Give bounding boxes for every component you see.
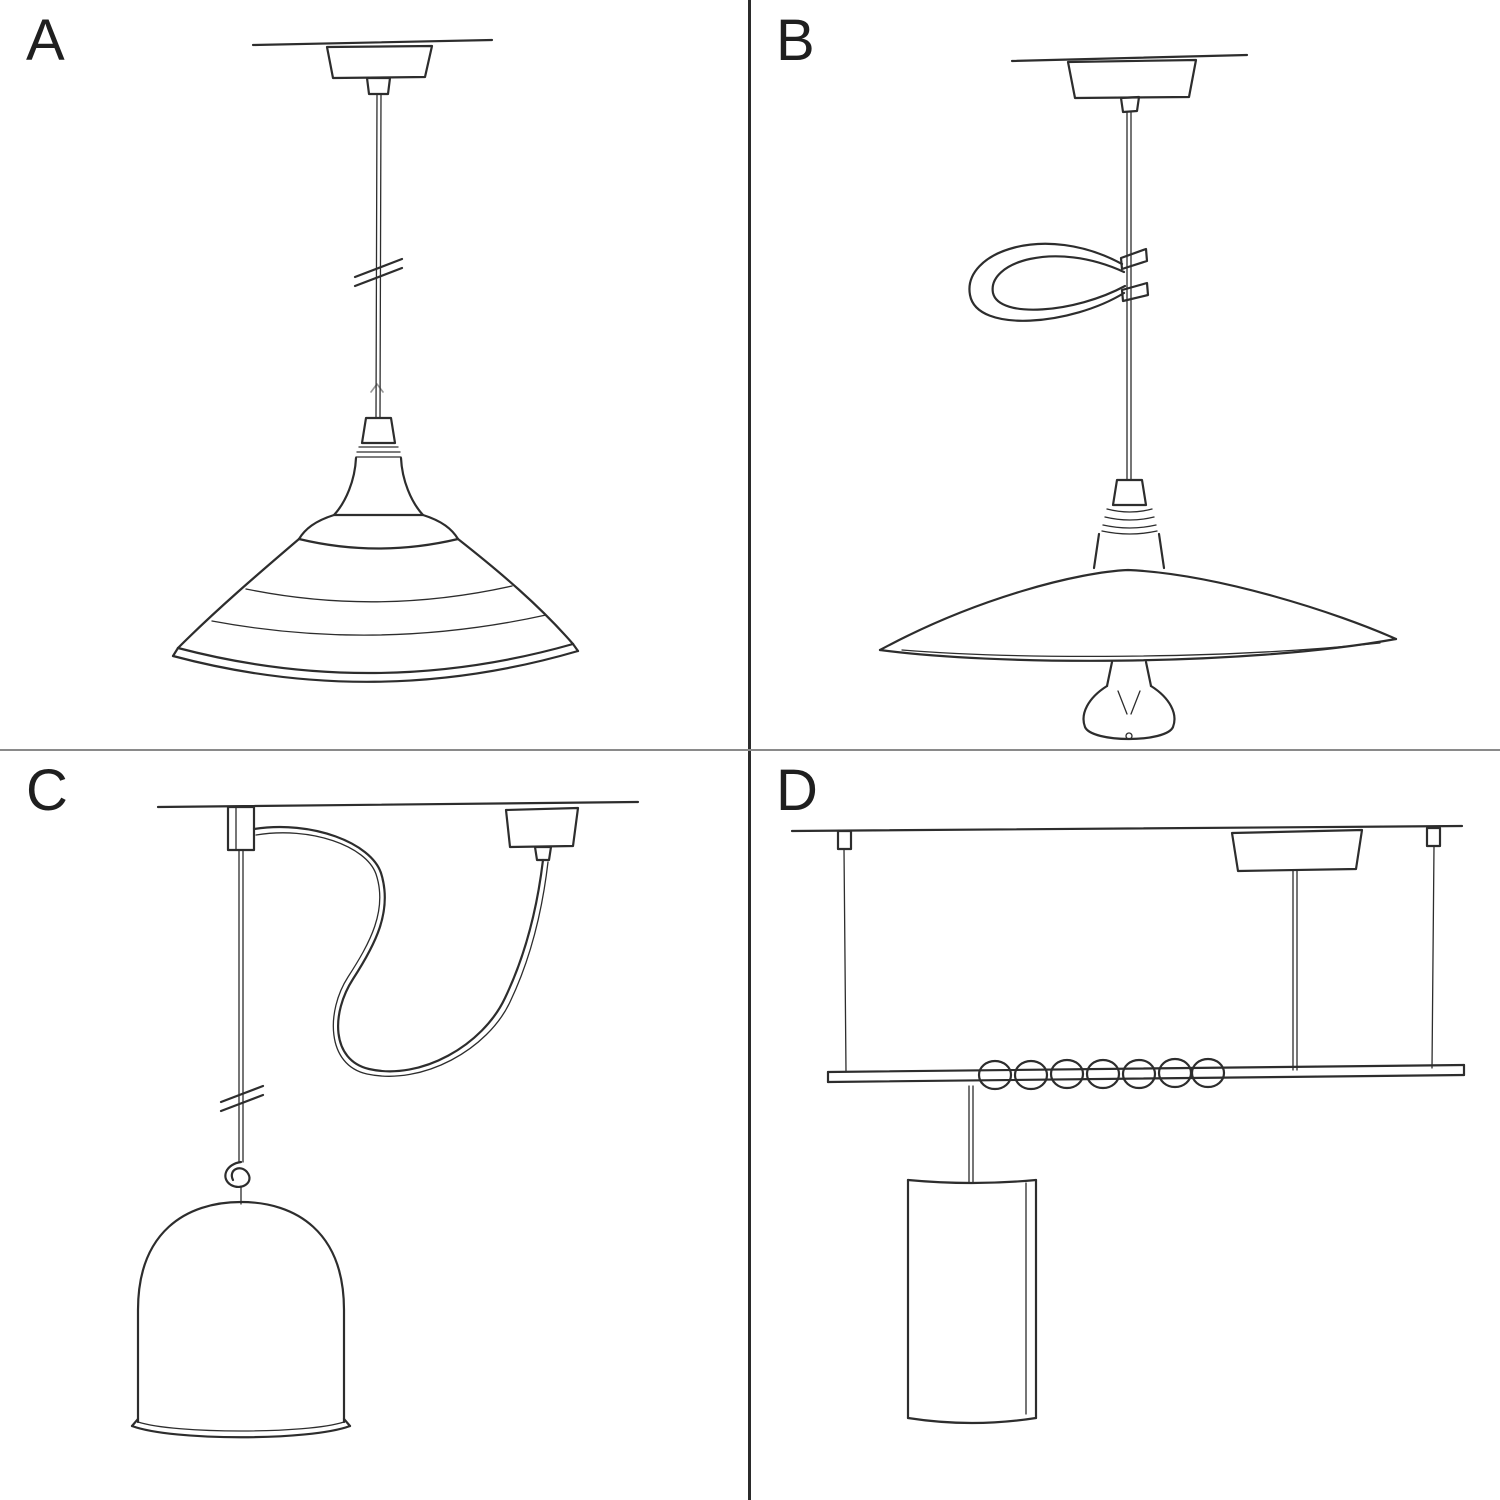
light-bulb-icon bbox=[1082, 660, 1176, 741]
industrial-shade-icon bbox=[171, 513, 580, 683]
ceiling-rose-icon bbox=[1230, 828, 1364, 1071]
ceiling-line bbox=[790, 824, 1464, 833]
flat-plate-shade-icon bbox=[878, 568, 1398, 662]
ceiling-rose-icon bbox=[504, 806, 580, 862]
cable-hook-icon bbox=[968, 242, 1150, 322]
pendant-cable-icon bbox=[1126, 111, 1132, 481]
pendant-swag-bell-shade-sketch bbox=[130, 800, 640, 1439]
suspension-wires-icon bbox=[836, 826, 1442, 1073]
pendant-industrial-shade-sketch bbox=[171, 38, 580, 683]
pendant-bar-cylinder-sketch bbox=[790, 824, 1466, 1425]
coiled-cable-icon bbox=[977, 1057, 1226, 1091]
lamp-holder-icon bbox=[332, 416, 425, 517]
ceiling-rose-icon bbox=[1010, 53, 1249, 114]
panel-label-c: C bbox=[26, 758, 69, 823]
panel-a: A bbox=[0, 0, 750, 750]
lamp-holder-icon bbox=[1092, 478, 1166, 570]
cylinder-shade-icon bbox=[906, 1178, 1038, 1425]
horizontal-divider bbox=[0, 749, 1500, 751]
panel-label-b: B bbox=[776, 8, 816, 73]
ceiling-rose-icon bbox=[251, 38, 494, 96]
ceiling-hook-icon bbox=[226, 805, 256, 852]
panel-label-d: D bbox=[776, 758, 819, 823]
panel-c: C bbox=[0, 750, 750, 1500]
drop-cable-icon bbox=[219, 849, 265, 1163]
swag-cable-icon bbox=[252, 825, 549, 1077]
panel-b: B bbox=[750, 0, 1500, 750]
horizontal-bar-icon bbox=[826, 1063, 1466, 1084]
bell-shade-icon bbox=[130, 1200, 352, 1439]
panel-d: D bbox=[750, 750, 1500, 1500]
cable-knot-icon bbox=[224, 1160, 251, 1205]
pendant-flat-shade-bulb-sketch bbox=[878, 53, 1398, 741]
pendant-cable-icon bbox=[353, 93, 404, 419]
panel-label-a: A bbox=[26, 8, 66, 73]
drop-cable-icon bbox=[968, 1085, 974, 1183]
